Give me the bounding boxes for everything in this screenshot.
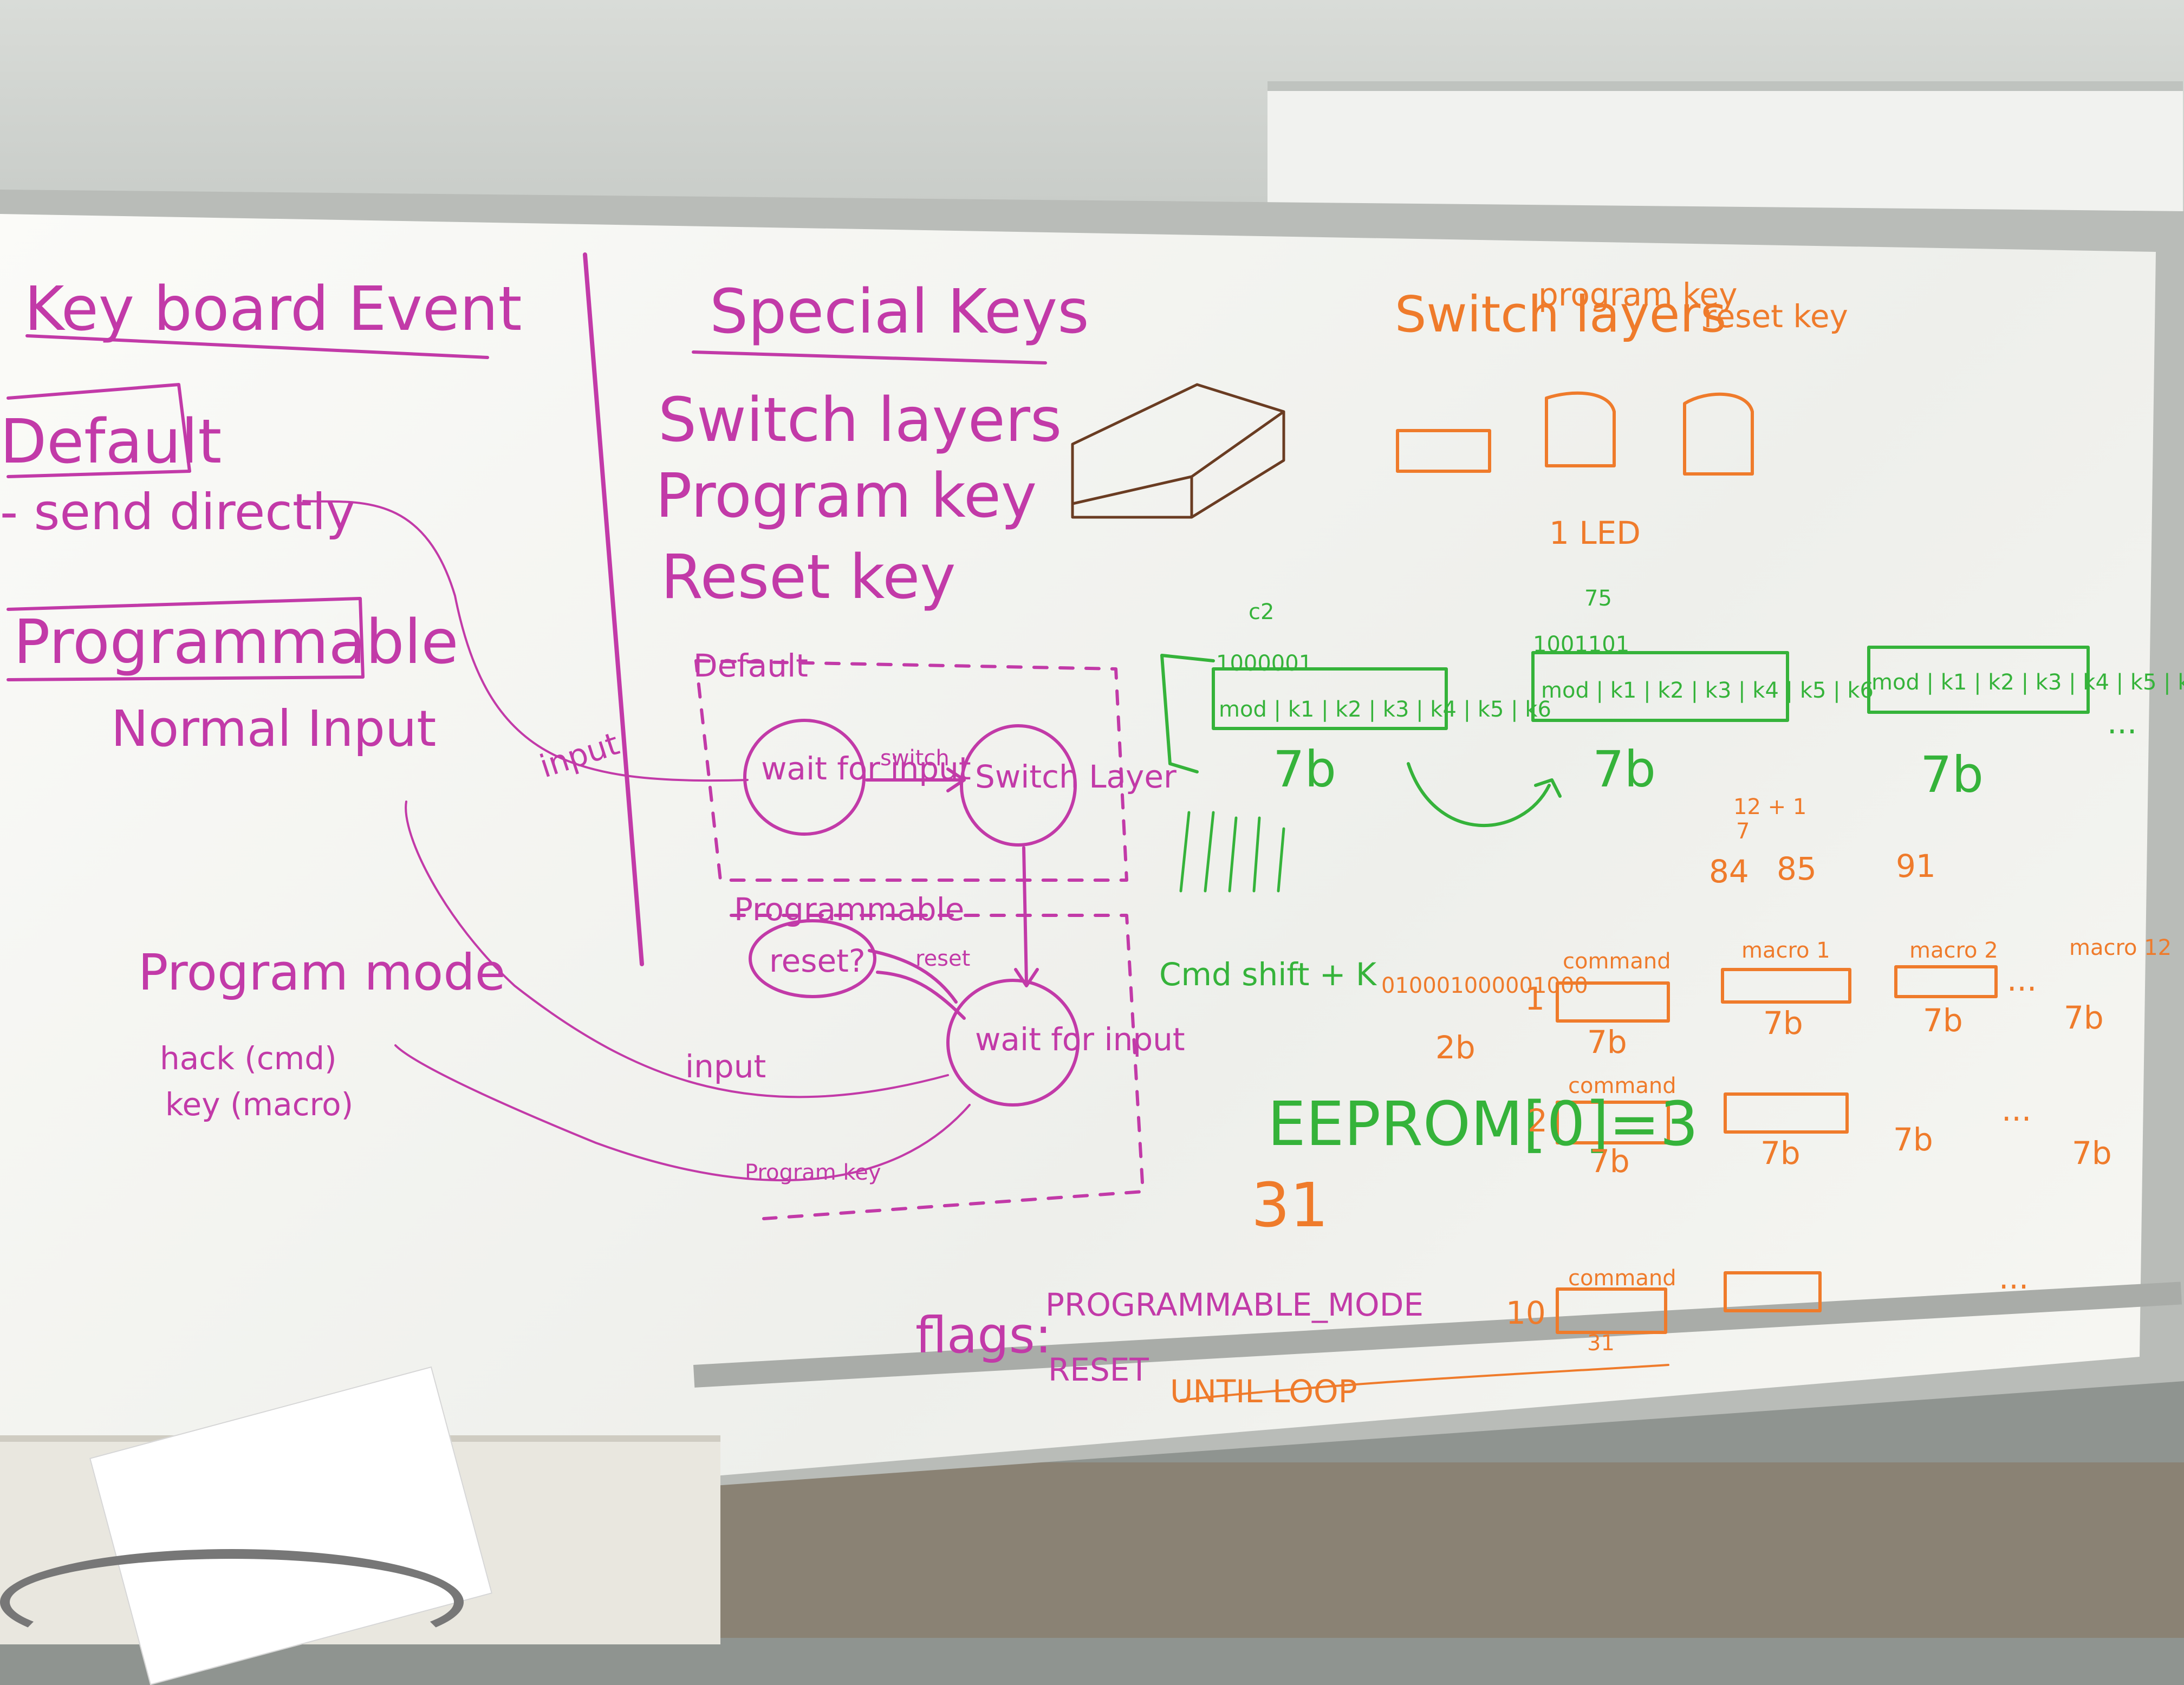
- default-label: Default: [0, 412, 222, 472]
- cmd-arrows: [1181, 812, 1284, 891]
- macro1-box-1: [1722, 970, 1850, 1002]
- macro2-box-1: [1896, 967, 1996, 997]
- programmable-label: Programmable: [14, 612, 458, 673]
- macro1-size-2: 7b: [1760, 1137, 1800, 1169]
- layer-1-bits: 1000001: [1216, 653, 1312, 674]
- layer-1-cells: mod | k1 | k2 | k3 | k4 | k5 | k6: [1219, 699, 1551, 720]
- normal-input-text: Normal Input: [111, 704, 436, 754]
- board-drawings: [0, 0, 2184, 1638]
- dots-row-2: ...: [2001, 1094, 2031, 1125]
- layer-2-bits: 1001101: [1533, 634, 1629, 655]
- macro12-size-2: 7b: [2072, 1137, 2112, 1169]
- calc-91: 91: [1896, 850, 1936, 882]
- default-flow-label: Default: [693, 650, 808, 681]
- command-label-10: command: [1568, 1267, 1676, 1289]
- size-2b: 2b: [1435, 1032, 1476, 1063]
- special-item-reset: Reset key: [661, 547, 956, 608]
- gray-cable: [0, 1549, 464, 1655]
- dots-row-10: ...: [1999, 1262, 2029, 1293]
- calc-7: 7: [1736, 821, 1750, 842]
- layer-1-size: 7b: [1273, 745, 1336, 795]
- layer-3-size: 7b: [1920, 750, 1984, 800]
- macro2-size-1: 7b: [1923, 1005, 1963, 1036]
- eeprom-text: EEPROM[0]=3: [1268, 1094, 1698, 1155]
- programmable-mode-flag: PROGRAMMABLE_MODE: [1045, 1289, 1424, 1320]
- command-label-2: command: [1568, 1075, 1676, 1097]
- command-box-10: [1557, 1289, 1666, 1332]
- macro12-size-1: 7b: [2064, 1002, 2104, 1033]
- layer-arrow: [1408, 764, 1560, 825]
- layer-2-size: 7b: [1592, 745, 1656, 795]
- led-label: 1 LED: [1549, 517, 1641, 549]
- row-2-label: 2: [1528, 1105, 1548, 1136]
- reset-key-label-orange: reset key: [1704, 301, 1848, 332]
- layer-1-bracket: [1162, 655, 1213, 772]
- key-macro-text: key (macro): [165, 1089, 353, 1120]
- layer-1-mark: c2: [1249, 601, 1274, 623]
- program-mode-text: Program mode: [138, 948, 505, 998]
- input-label-2: input: [685, 1051, 766, 1082]
- special-keys-title: Special Keys: [710, 282, 1089, 342]
- macro-12-label: macro 12: [2069, 937, 2172, 959]
- program-key-shape: [1546, 393, 1614, 466]
- switch-key-shape: [1398, 431, 1490, 471]
- hack-cmd-text: hack (cmd): [160, 1043, 337, 1074]
- macro1-size-1: 7b: [1763, 1007, 1803, 1039]
- layer-2-cells: mod | k1 | k2 | k3 | k4 | k5 | k6: [1541, 680, 1874, 701]
- row-10-label: 10: [1506, 1297, 1546, 1329]
- send-directly-text: - send directly: [0, 487, 355, 537]
- calc-12-plus-1: 12 + 1: [1733, 796, 1806, 818]
- layer-2-mark: 75: [1584, 588, 1612, 609]
- program-key-curve: [395, 1045, 970, 1180]
- row-1-label: 1: [1525, 983, 1545, 1014]
- reset-key-shape: [1685, 394, 1752, 474]
- reset-flag: RESET: [1048, 1354, 1149, 1385]
- reset-arrow-text: reset: [915, 948, 970, 970]
- cmd-shift-text: Cmd shift + K: [1159, 959, 1376, 990]
- special-underline: [693, 352, 1045, 363]
- command-size-2: 7b: [1590, 1146, 1630, 1177]
- whiteboard-photo: Key board Event Default - send directly …: [0, 0, 2184, 1638]
- layer-3-cells: mod | k1 | k2 | k3 | k4 | k5 | k6: [1871, 672, 2184, 693]
- calc-84: 84: [1709, 856, 1749, 887]
- bits-row: 010001000001000: [1381, 975, 1588, 997]
- command-size-10: 31: [1587, 1332, 1615, 1354]
- macro-1-label: macro 1: [1741, 940, 1830, 961]
- program-key-label: Program key: [745, 1162, 881, 1183]
- reset-question-text: reset?: [769, 945, 866, 977]
- switch-text: switch: [880, 747, 950, 769]
- command-label-1: command: [1563, 951, 1671, 972]
- calc-85: 85: [1777, 853, 1817, 884]
- macro1-box-2: [1725, 1094, 1847, 1132]
- switch-layer-text: Switch Layer: [975, 761, 1176, 792]
- vertical-divider: [585, 255, 642, 964]
- programmable-flow-label: Programmable: [734, 894, 964, 925]
- special-item-switch: Switch layers: [658, 390, 1062, 451]
- box-sketch: [1072, 385, 1284, 517]
- layer-ellipsis: ...: [2107, 707, 2137, 738]
- wait-input-text-2: wait for input: [975, 1024, 1185, 1055]
- keyboard-event-title: Key board Event: [24, 279, 522, 340]
- command-size-1: 7b: [1587, 1026, 1627, 1058]
- flags-label: flags:: [915, 1311, 1052, 1361]
- macro2-size-2: 7b: [1893, 1124, 1933, 1155]
- dots-row-1: ...: [2007, 964, 2037, 996]
- until-loop-scribble: UNTIL LOOP: [1170, 1376, 1357, 1407]
- special-item-program: Program key: [655, 466, 1037, 526]
- macro1-box-10: [1725, 1273, 1820, 1311]
- number-31: 31: [1251, 1175, 1329, 1236]
- macro-2-label: macro 2: [1909, 940, 1998, 961]
